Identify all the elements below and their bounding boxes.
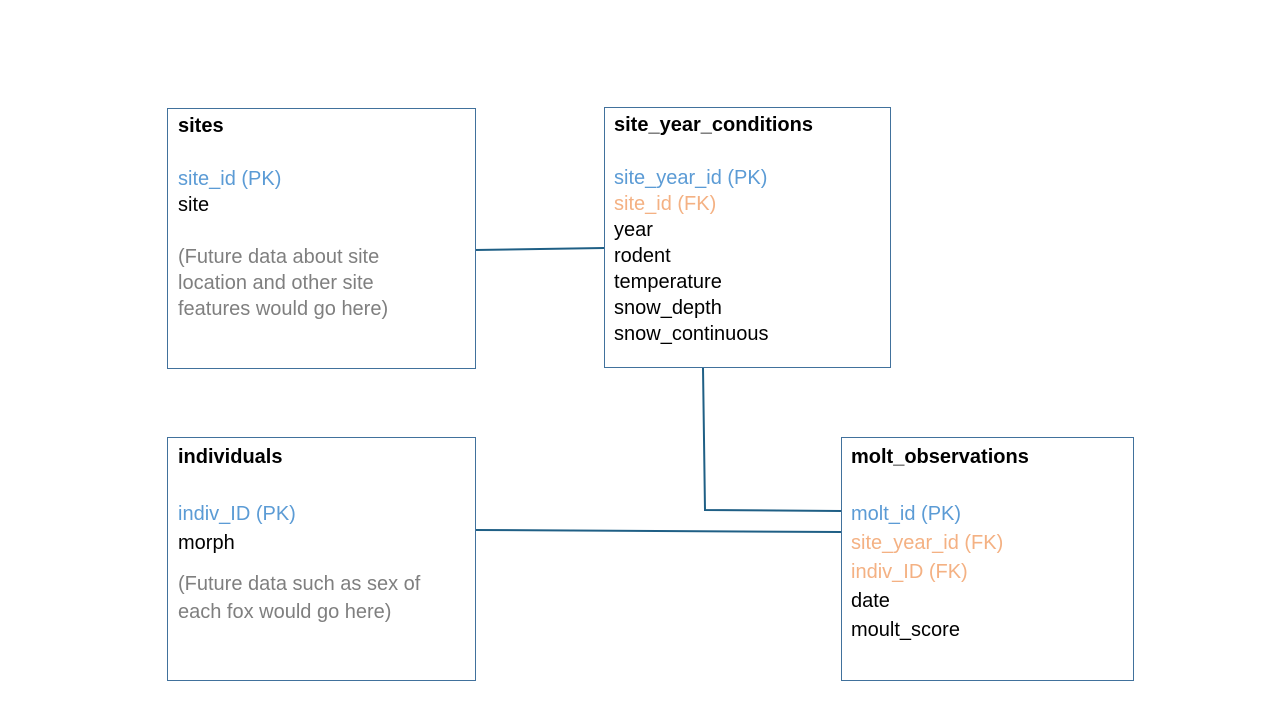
field-foreign-key: site_id (FK) [614, 193, 717, 215]
field-primary-key: molt_id (PK) [851, 503, 962, 525]
field: snow_continuous [614, 323, 769, 345]
individuals-to-molt-line [474, 529, 842, 533]
field-primary-key: indiv_ID (PK) [178, 503, 296, 525]
field: temperature [614, 271, 722, 293]
field: rodent [614, 245, 671, 267]
field-primary-key: site_year_id (PK) [614, 167, 768, 189]
table-title: site_year_conditions [614, 114, 813, 136]
note-text: (Future data such as sex of each fox wou… [178, 573, 421, 623]
molt-observations-table: molt_observations molt_id (PK) site_year… [841, 437, 1134, 681]
site-year-to-molt-line [702, 367, 842, 512]
field: snow_depth [614, 297, 722, 319]
table-title: individuals [178, 446, 283, 468]
field: moult_score [851, 619, 960, 641]
sites-table: sites site_id (PK) site (Future data abo… [167, 108, 476, 369]
field: date [851, 590, 890, 612]
field: site [178, 194, 210, 216]
field-primary-key: site_id (PK) [178, 168, 282, 190]
note-text: (Future data about site location and oth… [178, 246, 389, 320]
field-foreign-key: indiv_ID (FK) [851, 561, 968, 583]
table-title: sites [178, 115, 224, 137]
field: year [614, 219, 653, 241]
individuals-table: individuals indiv_ID (PK) morph (Future … [167, 437, 476, 681]
table-title: molt_observations [851, 446, 1029, 468]
field: morph [178, 532, 235, 554]
field-foreign-key: site_year_id (FK) [851, 532, 1004, 554]
sites-to-site-year-line [474, 247, 605, 251]
site-year-conditions-table: site_year_conditions site_year_id (PK) s… [604, 107, 891, 368]
